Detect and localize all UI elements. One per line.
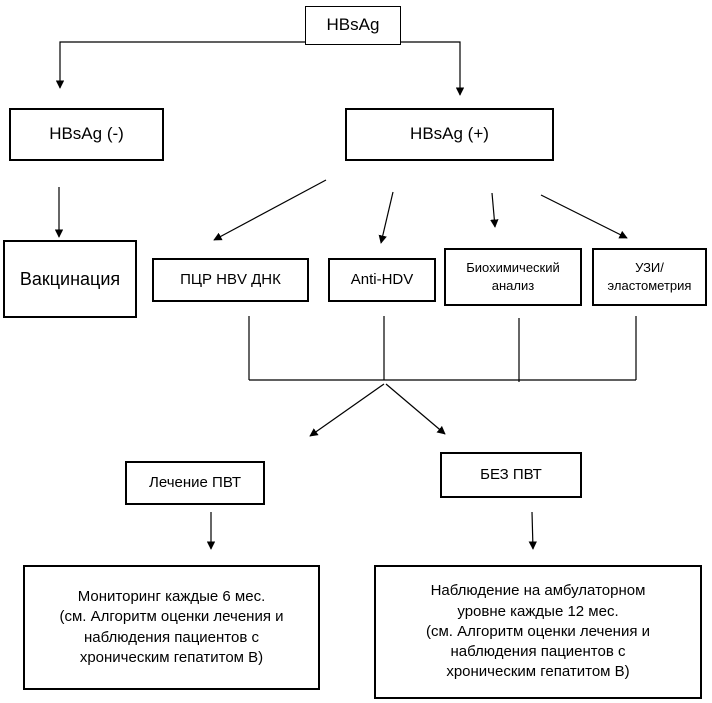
node-observation: Наблюдение на амбулаторном уровне каждые… <box>374 565 702 699</box>
node-ultrasound-elastometry: УЗИ/ эластометрия <box>592 248 707 306</box>
observation-line5: хроническим гепатитом В) <box>446 663 630 681</box>
node-anti-hdv: Anti-HDV <box>328 258 436 302</box>
monitoring-line4: хроническим гепатитом В) <box>79 648 264 666</box>
node-treatment: Лечение ПВТ <box>125 461 265 505</box>
arrow-positive-to-ultrasound <box>540 194 628 239</box>
us-label-line2: эластометрия <box>607 278 692 293</box>
node-pcr-hbv-dna: ПЦР HBV ДНК <box>152 258 309 302</box>
arrow-positive-to-anti-hdv <box>378 191 394 244</box>
arrow-to-no-treatment <box>385 383 446 435</box>
arrow-to-treatment <box>309 383 385 437</box>
arrow-root-to-negative <box>55 41 305 89</box>
pcr-label: ПЦР HBV ДНК <box>180 270 281 288</box>
vaccination-label: Вакцинация <box>19 268 121 289</box>
treatment-label: Лечение ПВТ <box>149 473 241 491</box>
monitoring-line1: Мониторинг каждые 6 мес. <box>77 588 266 605</box>
monitoring-line3: наблюдения пациентов с <box>83 628 259 646</box>
no-treatment-label: БЕЗ ПВТ <box>480 465 542 483</box>
node-biochemical-analysis: Биохимический анализ <box>444 248 582 306</box>
arrow-root-to-positive <box>401 41 465 96</box>
biochem-label-line2: анализ <box>491 278 535 293</box>
positive-label: HBsAg (+) <box>410 124 489 144</box>
observation-line3: (см. Алгоритм оценки лечения и <box>425 622 651 640</box>
anti-hdv-label: Anti-HDV <box>350 270 414 288</box>
negative-label: HBsAg (-) <box>49 124 124 144</box>
observation-line1: Наблюдение на амбулаторном <box>430 582 646 600</box>
node-hbsag-negative: HBsAg (-) <box>9 108 164 161</box>
node-no-treatment: БЕЗ ПВТ <box>440 452 582 498</box>
us-label-line1: УЗИ/ <box>635 260 664 276</box>
root-label: HBsAg <box>326 15 380 35</box>
observation-line2: уровне каждые 12 мес. <box>457 602 619 620</box>
node-vaccination: Вакцинация <box>3 240 137 318</box>
biochem-label-line1: Биохимический <box>466 260 560 276</box>
monitoring-line2: (см. Алгоритм оценки лечения и <box>59 608 284 626</box>
root-node-hbsag: HBsAg <box>305 6 401 45</box>
arrow-positive-to-biochem <box>490 192 499 228</box>
arrow-no-treatment-to-observation <box>528 511 537 550</box>
node-hbsag-positive: HBsAg (+) <box>345 108 554 161</box>
node-monitoring: Мониторинг каждые 6 мес. (см. Алгоритм о… <box>23 565 320 690</box>
arrow-positive-to-pcr <box>213 179 327 241</box>
observation-line4: наблюдения пациентов с <box>450 643 626 661</box>
